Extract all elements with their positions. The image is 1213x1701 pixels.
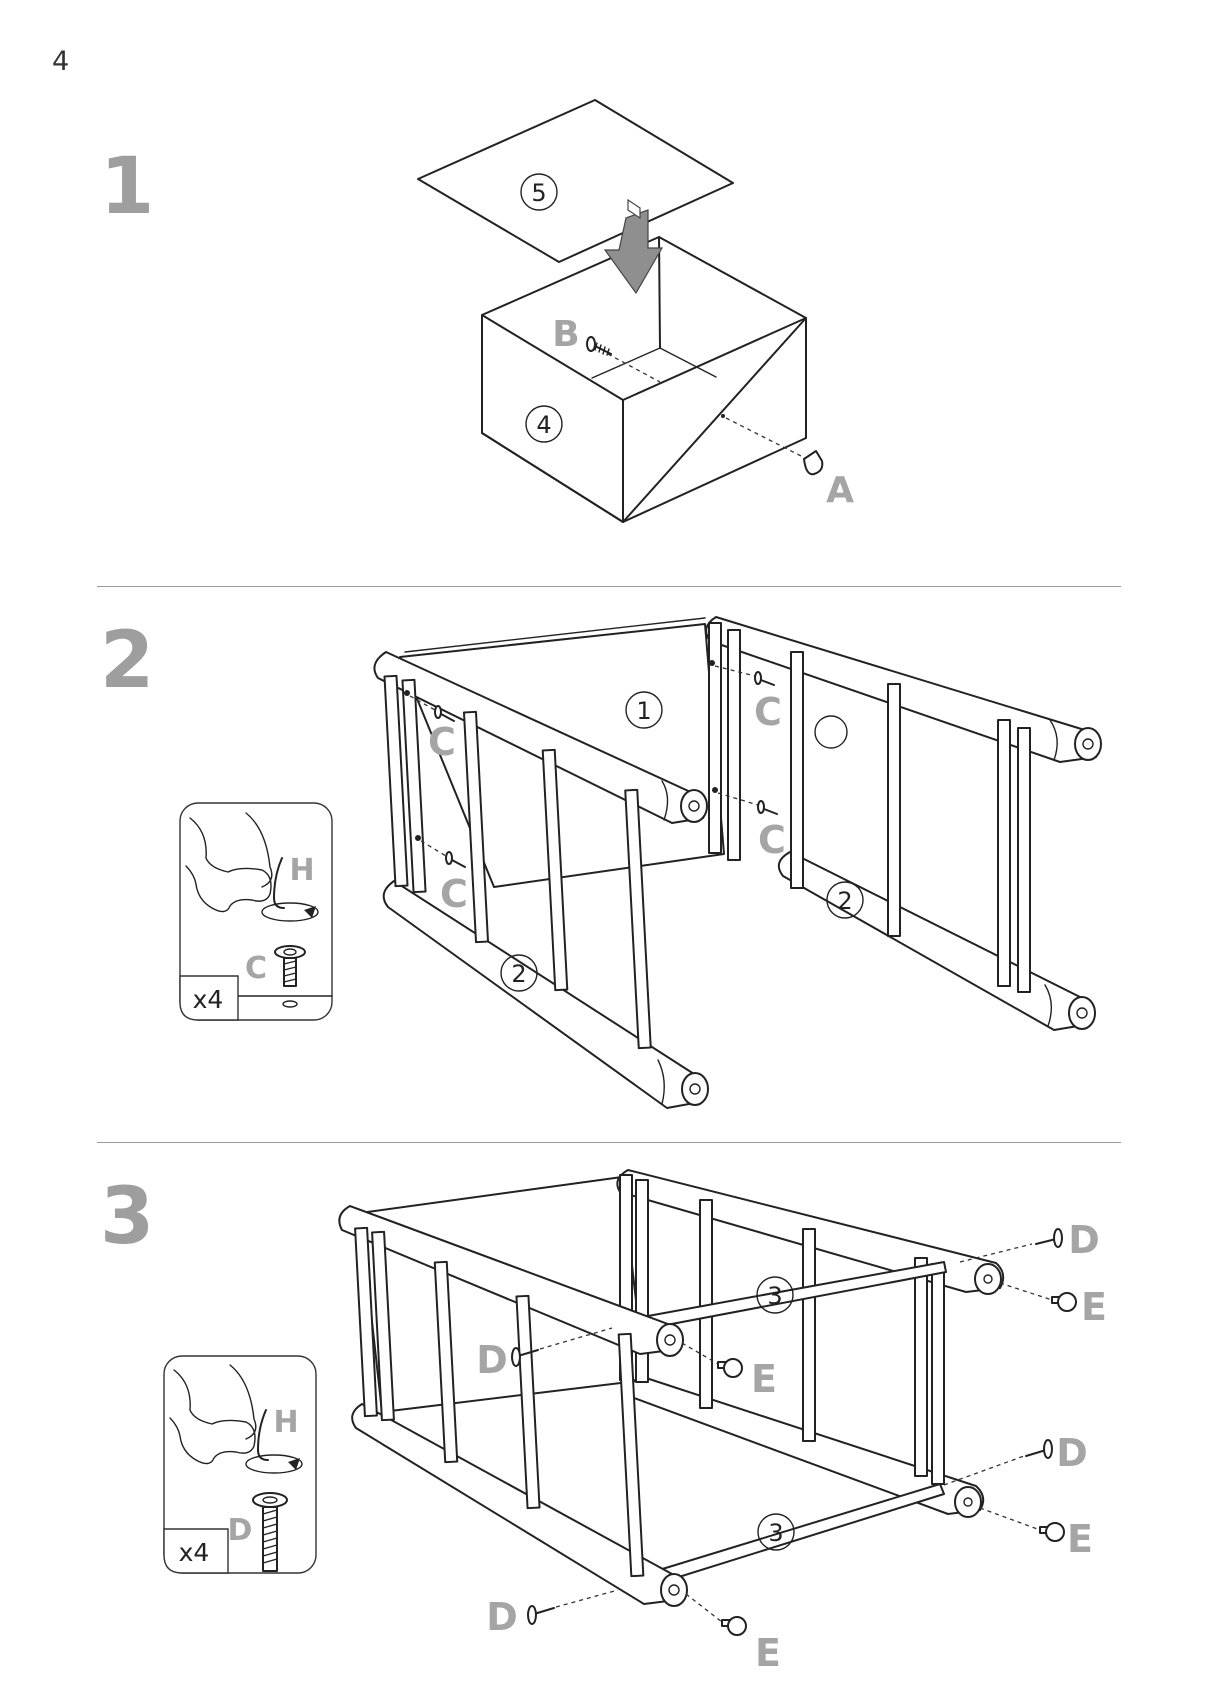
step-2-number: 2	[100, 616, 155, 706]
hardware-c-label-4: C	[758, 818, 786, 862]
detail-callout-step-3: H D x4	[163, 1355, 317, 1574]
step-1-number: 1	[100, 142, 155, 232]
crossbar-top	[636, 1261, 947, 1331]
screw-b-icon	[586, 336, 661, 383]
panel-3b-badge	[757, 1513, 795, 1551]
hardware-a-label: A	[826, 470, 854, 511]
divider-step-2-3	[97, 1142, 1121, 1143]
hardware-e-label-1: E	[1081, 1285, 1107, 1329]
panel-3a-badge	[756, 1276, 794, 1314]
step-3-illustration: 3 3	[163, 1169, 1107, 1675]
panel-5-badge	[520, 173, 558, 211]
box-4-label: 4	[536, 411, 551, 439]
bolt-d-icon	[511, 1228, 1063, 1625]
hex-key-icon	[257, 1409, 269, 1461]
hardware-c-label-3: C	[754, 690, 782, 734]
panel-1-badge	[625, 691, 663, 729]
panel-2b-label: 2	[837, 887, 852, 915]
hardware-d-label-1: D	[1068, 1218, 1100, 1262]
left-ladder-badge	[814, 715, 848, 749]
quantity-count-step-2: x4	[193, 985, 224, 1014]
page-number: 4	[52, 46, 70, 77]
hardware-e-label-3: E	[751, 1357, 777, 1401]
panel-2a-label: 2	[511, 960, 526, 988]
screw-hole-icon	[282, 1000, 298, 1008]
panel-1-label: 1	[636, 697, 651, 725]
cap-e-icon	[681, 1282, 1077, 1636]
step-2-illustration: 1 2 2	[179, 616, 1102, 1109]
hardware-c-label-2: C	[440, 872, 468, 916]
down-arrow-icon	[603, 209, 664, 295]
hardware-e-label-4: E	[755, 1631, 781, 1675]
divider-step-1-2	[97, 586, 1121, 587]
panel-5	[417, 99, 734, 263]
fastener-c-label: C	[245, 951, 267, 986]
step-1-illustration: 5 4 B A	[417, 99, 854, 523]
hardware-d-label-2: D	[1056, 1431, 1088, 1475]
hand-icon	[169, 1369, 256, 1465]
panel-2b-badge	[826, 881, 864, 919]
hardware-c-label-1: C	[428, 720, 456, 764]
quantity-count-step-3: x4	[179, 1538, 210, 1567]
crossbar-bottom	[645, 1483, 945, 1587]
panel-3b-label: 3	[768, 1519, 783, 1547]
hardware-d-label-4: D	[486, 1595, 518, 1639]
screw-c-icon	[404, 660, 778, 868]
hardware-e-label-2: E	[1067, 1517, 1093, 1561]
step-3-number: 3	[100, 1172, 155, 1262]
hardware-b-label: B	[552, 314, 579, 355]
hex-key-icon	[273, 857, 285, 909]
cap-a-icon	[721, 414, 824, 476]
hand-icon	[185, 817, 272, 913]
box-4-badge	[525, 405, 563, 443]
tool-h-label-step-2: H	[289, 853, 314, 888]
panel-2a-badge	[500, 954, 538, 992]
detail-callout-step-2: H C x4	[179, 802, 333, 1021]
panel-5-label: 5	[531, 179, 546, 207]
panel-3a-label: 3	[767, 1282, 782, 1310]
fastener-d-label: D	[228, 1513, 253, 1548]
tool-h-label-step-3: H	[273, 1405, 298, 1440]
hardware-d-label-3: D	[476, 1338, 508, 1382]
